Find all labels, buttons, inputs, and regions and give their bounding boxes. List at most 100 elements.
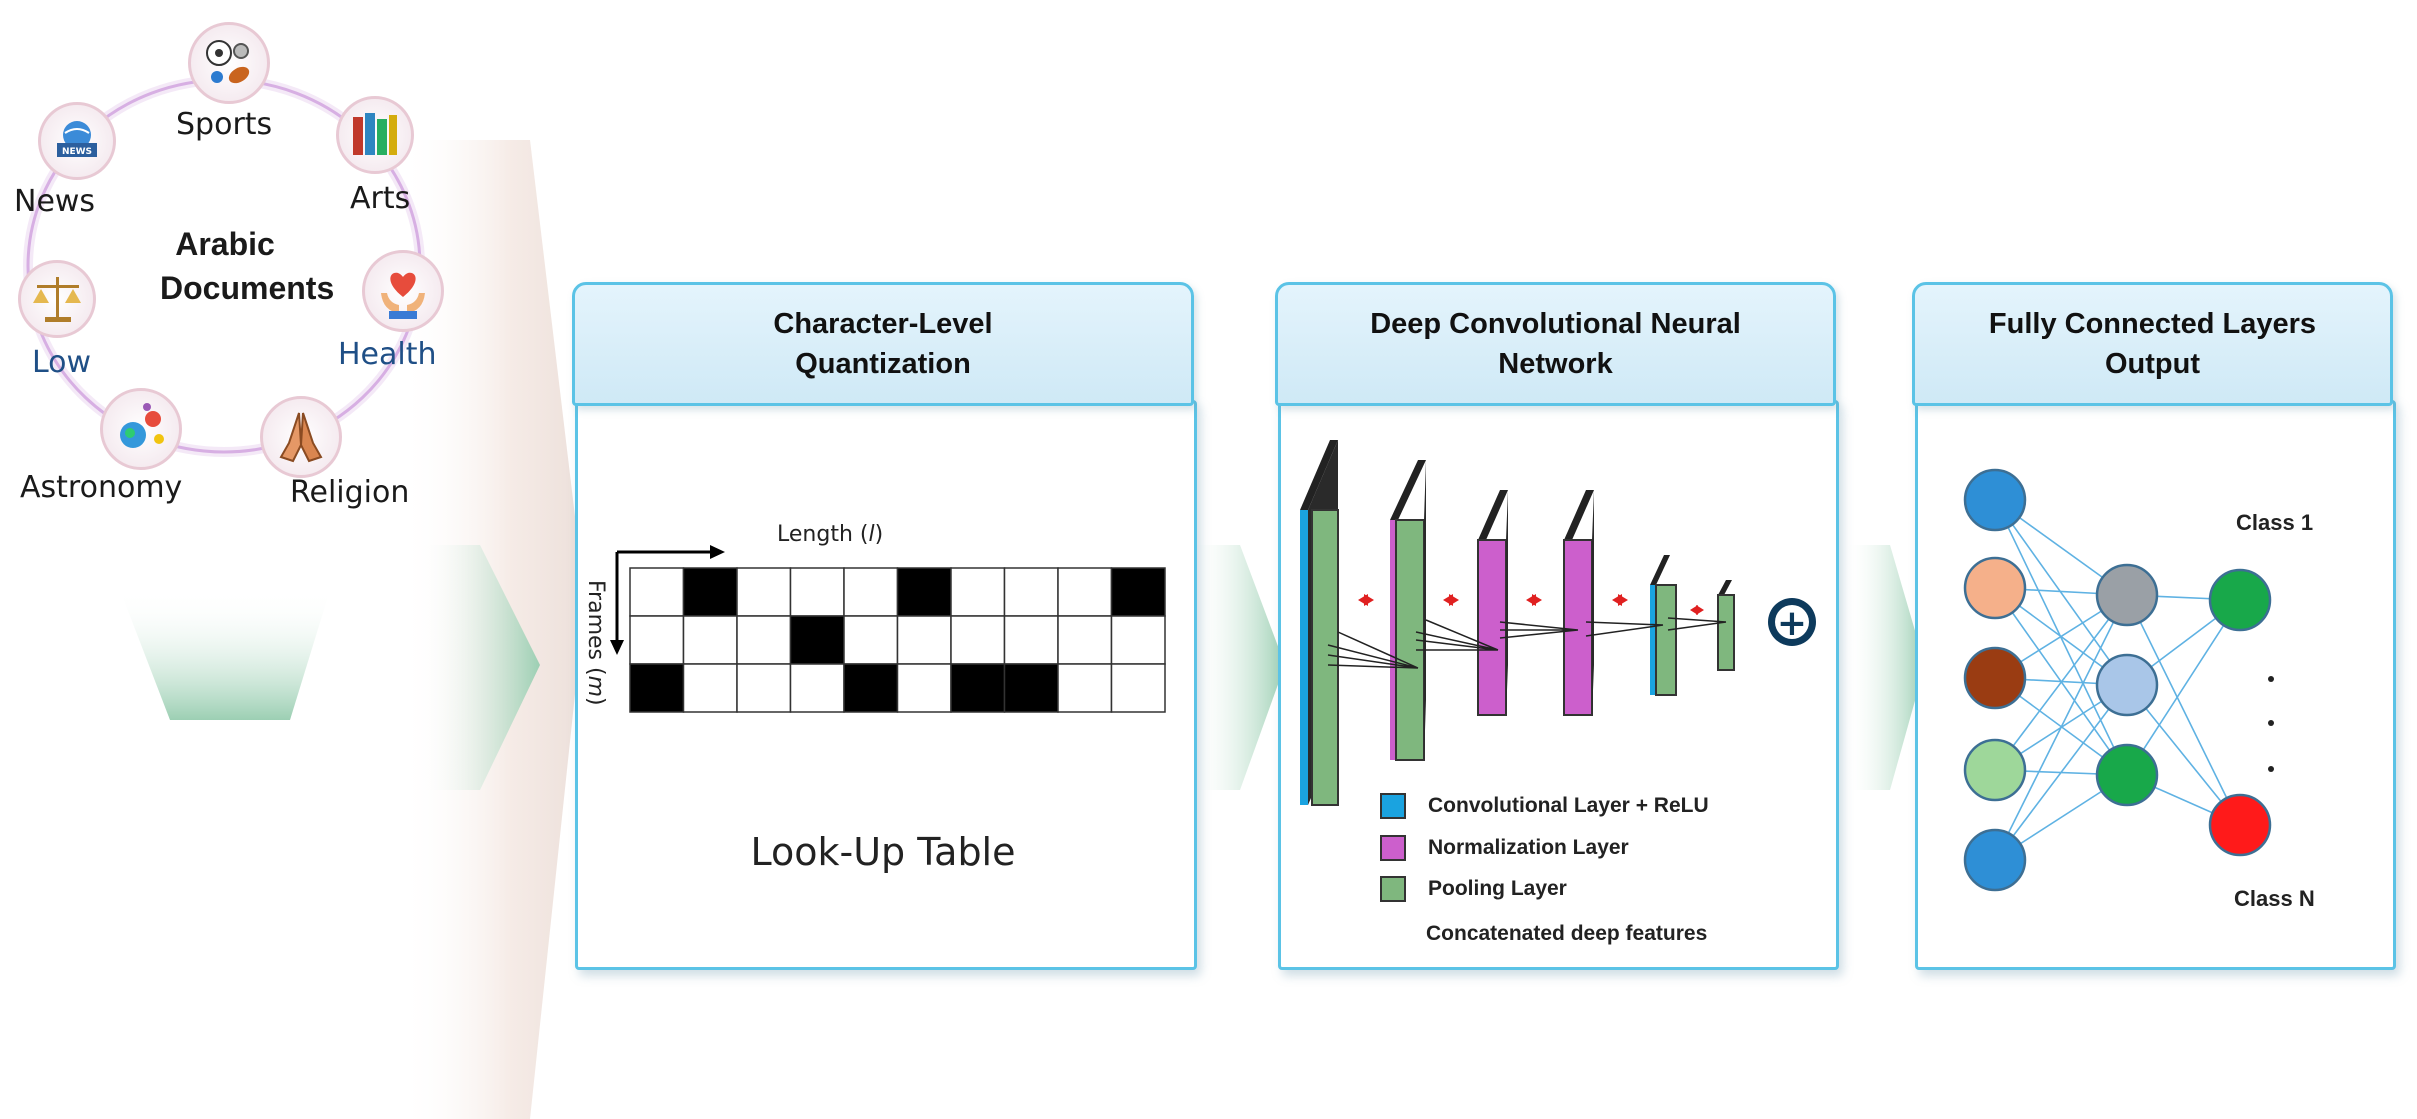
funnel-arrow — [120, 590, 330, 720]
fc-output-node — [2208, 793, 2272, 857]
frames-axis-arrowhead — [610, 640, 624, 655]
fc-title-line1: Fully Connected Layers — [1988, 308, 2317, 340]
concat-plus-icon: + — [1768, 598, 1816, 646]
flow-arrow-3 — [1845, 545, 1925, 790]
fc-edge — [1994, 594, 2128, 771]
fc-hidden-node — [2095, 743, 2159, 807]
lookup-cell — [736, 663, 792, 713]
fc-input-node — [1963, 468, 2027, 532]
quantization-title-line1: Character-Level — [773, 308, 993, 340]
quantization-title-line2: Quantization — [795, 348, 971, 380]
fc-panel-header: Fully Connected Layers Output — [1912, 282, 2393, 406]
lookup-cell — [1110, 567, 1166, 617]
lookup-cell — [843, 567, 899, 617]
cnn-layer-6 — [1717, 580, 1735, 671]
ellipsis-dot-2 — [2268, 720, 2274, 726]
fc-nodes — [1963, 468, 2272, 892]
category-label-arts: Arts — [350, 181, 411, 216]
lookup-cell — [682, 567, 738, 617]
fc-edge — [2126, 599, 2241, 776]
legend-item-pool: Pooling Layer — [1380, 876, 1567, 902]
lookup-cell — [1110, 615, 1166, 665]
legend-item-norm: Normalization Layer — [1380, 835, 1629, 861]
ellipsis-dot-1 — [2268, 676, 2274, 682]
category-label-low: Low — [32, 345, 92, 380]
lookup-cell — [789, 663, 845, 713]
lookup-cell — [682, 615, 738, 665]
fc-input-node — [1963, 556, 2027, 620]
lookup-cell — [1057, 615, 1113, 665]
lookup-cell — [950, 615, 1006, 665]
lookup-table-figure: Length (l) Frames (m) — [583, 522, 1166, 713]
input-title-line2: Documents — [160, 270, 335, 306]
lookup-table-grid — [629, 567, 1166, 713]
praying-hands-icon — [260, 396, 342, 478]
lookup-cell — [682, 663, 738, 713]
lookup-cell — [736, 567, 792, 617]
legend-concat-label: Concatenated deep features — [1426, 922, 1707, 946]
cnn-panel — [1278, 400, 1839, 970]
lookup-cell — [843, 615, 899, 665]
cnn-title-line2: Network — [1498, 348, 1613, 380]
news-globe-icon: NEWS — [38, 102, 116, 180]
fc-hidden-node — [2095, 563, 2159, 627]
cnn-layer-1 — [1300, 440, 1339, 806]
category-label-religion: Religion — [290, 475, 410, 510]
fc-edge — [1994, 499, 2128, 686]
cnn-red-arrows — [1358, 594, 1704, 615]
cnn-layer-2 — [1390, 460, 1426, 761]
cnn-layer-3 — [1477, 490, 1508, 716]
svg-text:NEWS: NEWS — [62, 147, 92, 157]
lookup-cell — [1057, 567, 1113, 617]
lookup-cell — [629, 615, 685, 665]
category-label-news: News — [14, 184, 96, 219]
legend-label-conv: Convolutional Layer + ReLU — [1428, 794, 1709, 817]
fc-edge — [2126, 594, 2241, 826]
lookup-cell — [1003, 615, 1059, 665]
cnn-layers-figure: + — [1300, 440, 1816, 806]
lookup-cell — [789, 567, 845, 617]
class-last-label: Class N — [2234, 886, 2315, 911]
fc-edge — [1994, 594, 2128, 861]
frames-axis-label: Frames (m) — [583, 580, 608, 706]
legend-swatch-pool — [1380, 876, 1406, 902]
scales-icon — [18, 260, 96, 338]
category-label-sports: Sports — [176, 107, 273, 142]
fc-hidden-node — [2095, 653, 2159, 717]
fc-title-line2: Output — [2104, 348, 2200, 380]
flow-arrow-1 — [420, 545, 540, 790]
fc-input-node — [1963, 738, 2027, 802]
lookup-cell — [1003, 663, 1059, 713]
cnn-layer-4 — [1563, 490, 1594, 716]
lookup-cell — [629, 663, 685, 713]
legend-label-norm: Normalization Layer — [1428, 836, 1629, 859]
category-label-health: Health — [338, 337, 437, 372]
legend-swatch-conv — [1380, 793, 1406, 819]
ellipsis-dot-3 — [2268, 766, 2274, 772]
books-icon — [336, 96, 414, 174]
class-first-label: Class 1 — [2236, 510, 2314, 535]
category-label-astronomy: Astronomy — [20, 470, 183, 505]
legend-label-concat: Concatenated deep features — [1426, 922, 1708, 945]
fc-edge — [1994, 499, 2128, 776]
flow-arrow-2 — [1190, 545, 1285, 790]
lookup-cell — [950, 567, 1006, 617]
cnn-conv-cones — [1327, 617, 1727, 669]
cnn-panel-header: Deep Convolutional Neural Network — [1275, 282, 1836, 406]
lookup-cell — [1110, 663, 1166, 713]
lookup-cell — [789, 615, 845, 665]
legend-swatch-norm — [1380, 835, 1406, 861]
fc-output-node — [2208, 568, 2272, 632]
sports-icon — [188, 22, 270, 104]
length-axis-label: Length (l) — [777, 522, 883, 547]
cnn-title-line1: Deep Convolutional Neural — [1370, 308, 1741, 340]
quantization-panel-header: Character-Level Quantization — [572, 282, 1194, 406]
lookup-cell — [896, 567, 952, 617]
heart-hands-icon — [362, 250, 444, 332]
planets-icon — [100, 388, 182, 470]
fc-input-node — [1963, 828, 2027, 892]
lookup-cell — [736, 615, 792, 665]
lookup-cell — [896, 663, 952, 713]
